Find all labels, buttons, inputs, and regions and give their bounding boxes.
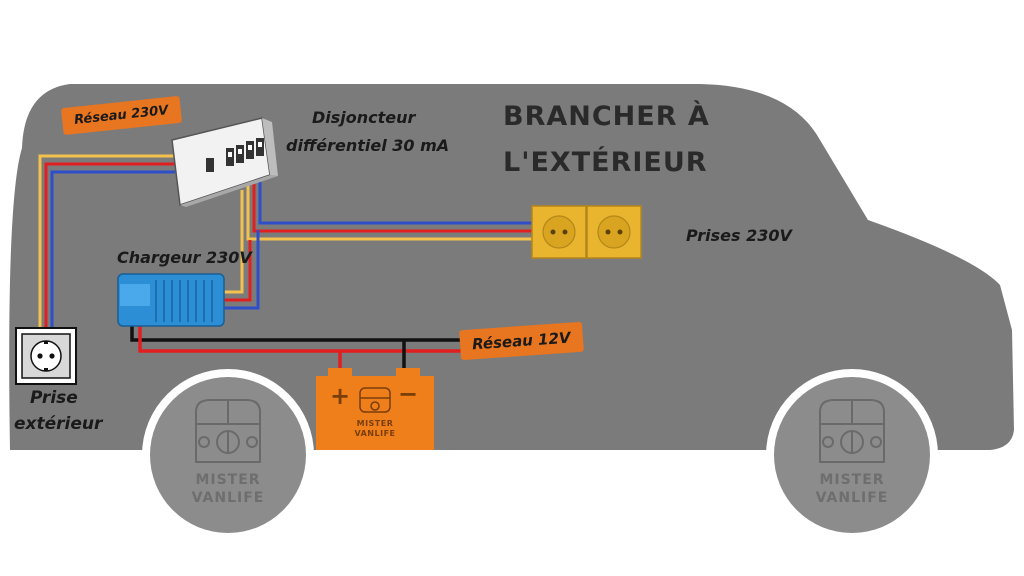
wires-breaker-to-outlets [246, 175, 532, 241]
battery-van-logo [359, 387, 391, 413]
breaker-label: Disjoncteur [312, 108, 416, 127]
charger-label: Chargeur 230V [117, 248, 252, 267]
battery-brand-line1: MISTER [357, 419, 394, 428]
wheel-front-van-logo [195, 399, 261, 463]
wires-breaker-to-charger [222, 190, 260, 310]
diagram-title: BRANCHER À L'EXTÉRIEUR [503, 94, 710, 186]
wheel-rear-van-logo [819, 399, 885, 463]
wheel-front-brand-line1: MISTER [195, 472, 260, 488]
wheel-rear-brand-line1: MISTER [819, 472, 884, 488]
outdoor-socket [15, 327, 77, 385]
wires-socket-to-breaker [38, 154, 175, 330]
wheel-front: MISTER VANLIFE [142, 369, 314, 541]
charger-230v [117, 273, 225, 327]
outdoor-socket-label-line2: extérieur [14, 414, 103, 434]
outlets-label: Prises 230V [686, 226, 792, 245]
battery-plus: + [330, 382, 350, 410]
diagram-title-line2: L'EXTÉRIEUR [503, 147, 708, 178]
outlets-230v [531, 205, 642, 259]
battery-brand-line2: VANLIFE [354, 429, 395, 438]
breaker-sublabel: différentiel 30 mA [286, 136, 450, 155]
diagram-title-line1: BRANCHER À [503, 101, 710, 132]
breaker-box [171, 117, 278, 207]
wheel-rear-brand-line2: VANLIFE [816, 490, 889, 506]
battery-minus: − [398, 380, 418, 408]
outdoor-socket-label-line1: Prise [30, 388, 78, 408]
wheel-front-brand-line2: VANLIFE [192, 490, 265, 506]
battery-12v: + − MISTER VANLIFE [316, 368, 434, 450]
wheel-rear: MISTER VANLIFE [766, 369, 938, 541]
